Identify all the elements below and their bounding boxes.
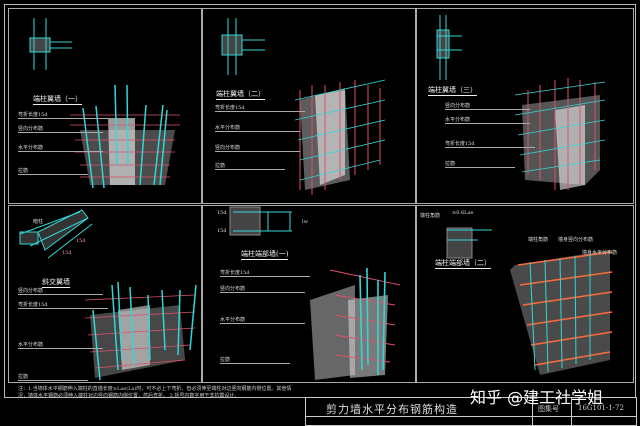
panel-6-dim: ≥0.6Lae bbox=[452, 210, 474, 216]
panel-2-label: 拉筋 bbox=[215, 163, 286, 170]
panel-5-title: 端柱端部墙(一) bbox=[241, 250, 289, 260]
panel-2-label: 弯折长度15d bbox=[215, 105, 305, 112]
panel-6-title: 端柱端部墙（二） bbox=[435, 259, 491, 269]
panel-1 bbox=[8, 8, 202, 204]
panel-3-label: 弯折长度15d bbox=[445, 141, 535, 148]
panel-5-label: 弯折长度15d bbox=[220, 270, 310, 277]
panel-6 bbox=[416, 205, 634, 383]
panel-1-label: 拉筋 bbox=[18, 168, 89, 175]
atlas-label: 图集号 bbox=[538, 405, 559, 413]
panel-4-label: 水平分布筋 bbox=[18, 342, 104, 349]
panel-5 bbox=[202, 205, 416, 383]
panel-2-label: 水平分布筋 bbox=[215, 125, 301, 132]
plan-view-6 bbox=[446, 227, 492, 259]
panel-6-callout: 端柱角筋 bbox=[420, 213, 441, 219]
drawing-title: 剪力墙水平分布钢筋构造 bbox=[326, 403, 458, 416]
plan-view-5 bbox=[229, 206, 292, 236]
panel-4 bbox=[8, 205, 202, 383]
panel-6-label: 墙身竖向分布筋 bbox=[558, 237, 594, 243]
panel-4-label: 拉筋 bbox=[18, 374, 89, 381]
model-3d-6 bbox=[510, 250, 613, 375]
panel-3 bbox=[416, 8, 634, 204]
watermark: 知乎 @建工社学姐 bbox=[470, 388, 604, 407]
plan-view-3 bbox=[436, 15, 462, 80]
model-3d-4 bbox=[84, 281, 197, 381]
panel-2-title: 端柱翼墙（二） bbox=[216, 90, 265, 100]
panel-3-title: 端柱翼墙（三） bbox=[428, 86, 477, 96]
plan-view-2 bbox=[221, 18, 265, 75]
panel-4-callout: 暗柱 bbox=[33, 219, 44, 225]
panel-1-label: 弯折长度15d bbox=[18, 112, 108, 119]
panel-4-label: 弯折长度15d bbox=[18, 302, 108, 309]
panel-5-label: 水平分布筋 bbox=[220, 317, 306, 324]
panel-6-label: 墙身水平分布筋 bbox=[582, 250, 618, 256]
panel-5-dim: lw bbox=[302, 219, 308, 225]
panel-4-label: 竖向分布筋 bbox=[18, 288, 104, 295]
panel-3-label: 拉筋 bbox=[445, 161, 516, 168]
plan-view-4 bbox=[19, 209, 93, 259]
panel-2 bbox=[202, 8, 416, 204]
panel-1-title: 端柱翼墙（一） bbox=[33, 95, 82, 105]
model-3d-3 bbox=[514, 78, 606, 190]
panel-3-label: 水平分布筋 bbox=[445, 117, 531, 124]
panel-2-label: 竖向分布筋 bbox=[215, 145, 301, 152]
panel-4-dim: 15d bbox=[76, 238, 86, 244]
panel-1-label: 竖向分布筋 bbox=[18, 126, 104, 133]
model-3d-1 bbox=[70, 84, 180, 189]
panel-5-dim: 15d bbox=[217, 228, 227, 234]
note-text: 注：1.当墙体水平钢筋伸入端柱的直锚长度≥Lae(La)时，可不必上下弯折，但必… bbox=[18, 386, 292, 399]
model-3d-5 bbox=[310, 267, 401, 380]
panel-5-label: 拉筋 bbox=[220, 357, 291, 364]
plan-view-1 bbox=[29, 18, 72, 70]
panel-5-dim: 15d bbox=[217, 210, 227, 216]
panel-6-label: 端柱角筋 bbox=[528, 237, 549, 243]
panel-4-dim: 15d bbox=[62, 250, 72, 256]
atlas-number: 16G101-1-72 bbox=[578, 404, 624, 412]
model-3d-2 bbox=[294, 79, 386, 195]
panel-3-label: 竖向分布筋 bbox=[445, 103, 531, 110]
panel-4-title: 斜交翼墙 bbox=[42, 278, 70, 288]
panel-5-label: 竖向分布筋 bbox=[220, 286, 306, 293]
panel-1-label: 水平分布筋 bbox=[18, 145, 104, 152]
